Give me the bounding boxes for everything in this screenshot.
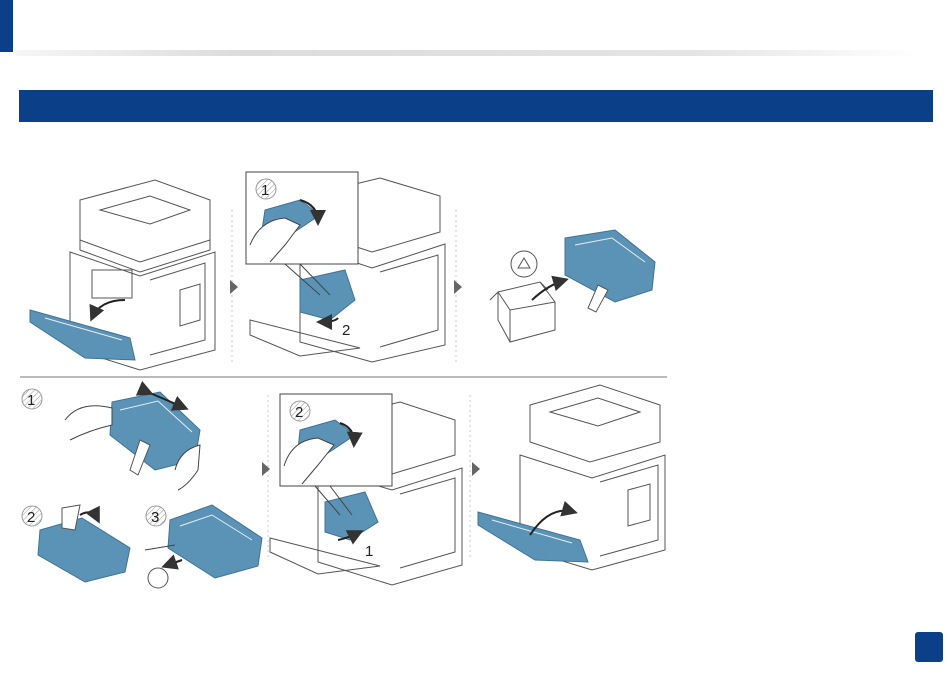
panel-b-remove-cartridge: 2 1 bbox=[246, 172, 445, 362]
panel-a-open-door bbox=[30, 180, 215, 370]
pull-tape-arrow-icon bbox=[165, 560, 182, 566]
front-door-icon bbox=[478, 512, 588, 562]
panel-e-insert-cartridge: 1 2 bbox=[270, 394, 462, 585]
step-number: 1 bbox=[27, 392, 35, 409]
inset-zoom: 2 bbox=[280, 394, 392, 515]
step-number: 2 bbox=[342, 322, 350, 339]
step-number: 2 bbox=[27, 509, 35, 526]
step-number: 3 bbox=[151, 509, 159, 526]
page-number-badge bbox=[915, 632, 943, 662]
next-step-arrow-icon bbox=[472, 462, 480, 476]
toner-cartridge-icon bbox=[325, 492, 378, 540]
panel-f-close-door bbox=[478, 385, 665, 570]
front-door-icon bbox=[30, 310, 135, 360]
toner-cartridge-icon bbox=[565, 230, 655, 312]
open-arrow-icon bbox=[92, 300, 125, 318]
toner-cartridge-icon bbox=[168, 505, 262, 578]
next-step-arrow-icon bbox=[454, 280, 462, 294]
panel-c-unpack bbox=[490, 230, 655, 342]
recycle-icon bbox=[148, 568, 168, 588]
hand-icon bbox=[65, 406, 112, 440]
panel-d-prepare-cartridge: 1 2 3 bbox=[22, 389, 262, 588]
next-step-arrow-icon bbox=[230, 280, 238, 294]
recycle-icon bbox=[511, 251, 537, 277]
step-number: 2 bbox=[295, 404, 303, 421]
toner-cartridge-icon bbox=[38, 505, 130, 582]
step-number: 1 bbox=[261, 182, 269, 199]
step-number: 1 bbox=[365, 543, 373, 560]
toner-cartridge-icon bbox=[300, 270, 355, 320]
packaging-box-icon bbox=[490, 282, 555, 342]
next-step-arrow-icon bbox=[262, 462, 270, 476]
